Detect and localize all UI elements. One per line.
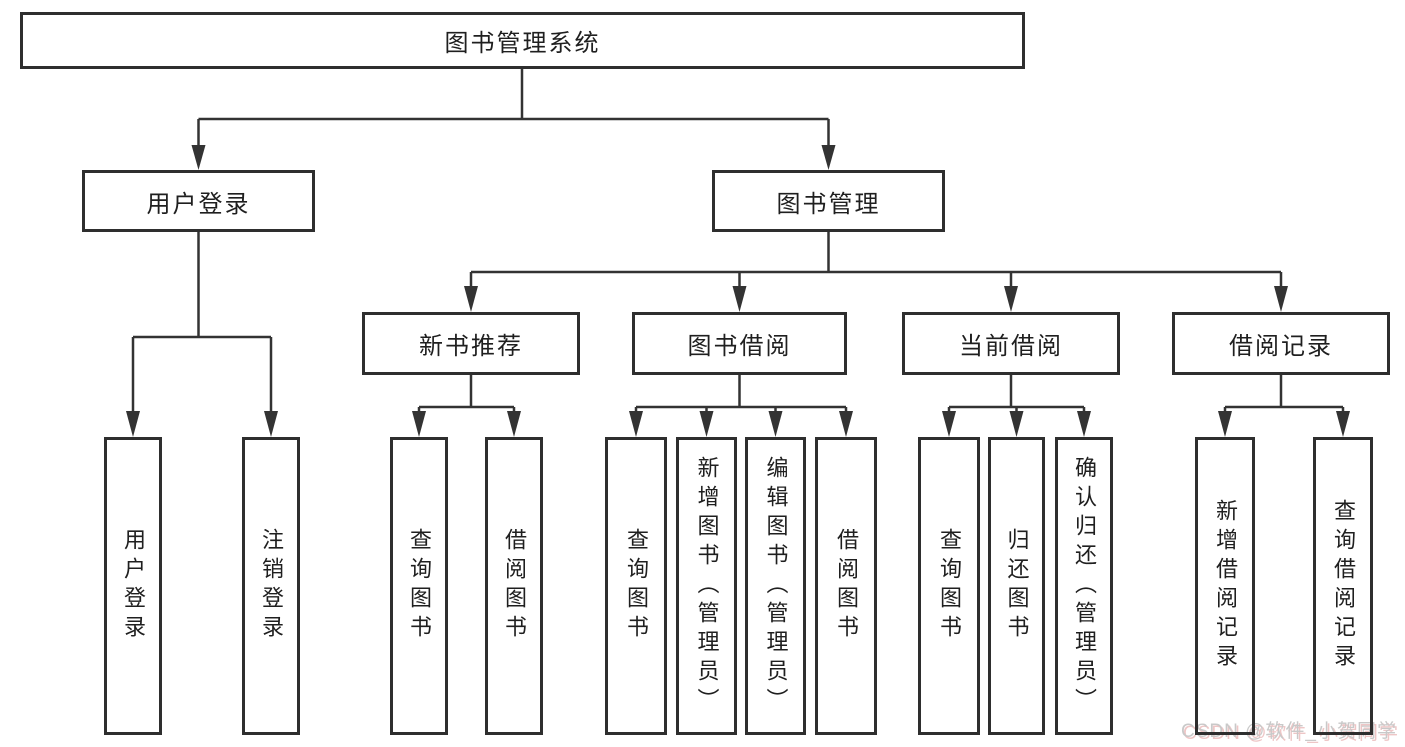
connector-book-borrow xyxy=(629,375,853,437)
leaf-logout: 注销登录 xyxy=(242,437,300,735)
node-book-manage: 图书管理 xyxy=(712,170,945,232)
leaf-borrow-books: 借阅图书 xyxy=(815,437,877,735)
leaf-borrow-books-recommend: 借阅图书 xyxy=(485,437,543,735)
leaf-query-books-borrow: 查询图书 xyxy=(605,437,667,735)
leaf-query-borrow-record: 查询借阅记录 xyxy=(1313,437,1373,735)
connector-current-borrow xyxy=(942,375,1091,437)
connector-book-manage xyxy=(464,232,1288,312)
node-book-borrow: 图书借阅 xyxy=(632,312,847,375)
leaf-query-books-recommend: 查询图书 xyxy=(390,437,448,735)
leaf-add-books-admin: 新增图书（管理员） xyxy=(676,437,737,735)
leaf-query-books-current: 查询图书 xyxy=(918,437,980,735)
node-library-system: 图书管理系统 xyxy=(20,12,1025,69)
node-user-login: 用户登录 xyxy=(82,170,315,232)
leaf-return-books: 归还图书 xyxy=(988,437,1045,735)
connector-new-book-recommend xyxy=(412,375,521,437)
node-new-book-recommend: 新书推荐 xyxy=(362,312,580,375)
leaf-user-login: 用户登录 xyxy=(104,437,162,735)
connector-borrow-records xyxy=(1218,375,1350,437)
leaf-add-borrow-record: 新增借阅记录 xyxy=(1195,437,1255,735)
node-current-borrow: 当前借阅 xyxy=(902,312,1120,375)
connector-user-login xyxy=(126,232,278,437)
csdn-watermark: CSDN @软件_小贺同学 xyxy=(1181,721,1397,742)
leaf-edit-books-admin: 编辑图书（管理员） xyxy=(745,437,806,735)
node-borrow-records: 借阅记录 xyxy=(1172,312,1390,375)
leaf-confirm-return-admin: 确认归还（管理员） xyxy=(1055,437,1113,735)
connector-root xyxy=(191,69,836,170)
